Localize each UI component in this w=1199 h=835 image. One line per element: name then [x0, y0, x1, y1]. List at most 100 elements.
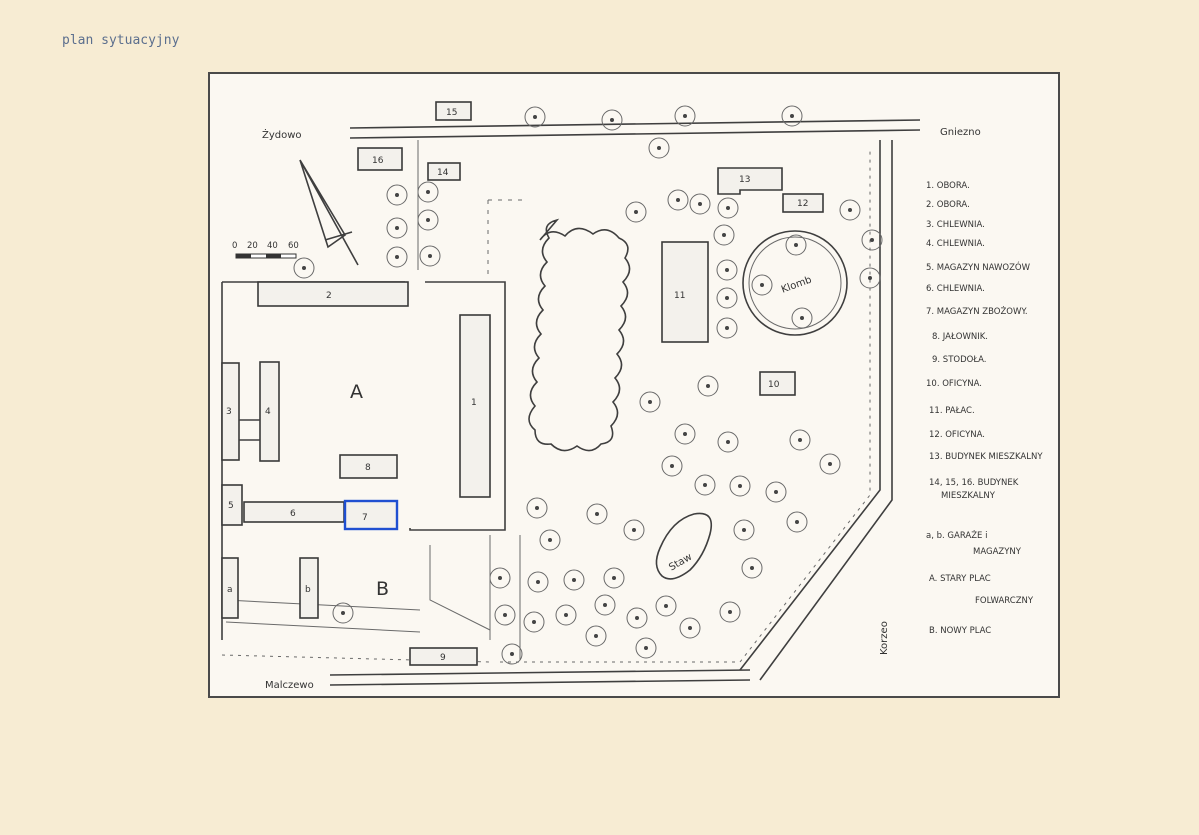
building-11 — [661, 241, 709, 343]
tree-trunk-dot — [760, 283, 764, 287]
label-building-5: 5 — [228, 501, 234, 511]
tree-trunk-dot — [532, 620, 536, 624]
tree-icon — [679, 617, 701, 639]
building-2 — [257, 281, 409, 307]
tree-trunk-dot — [670, 464, 674, 468]
legend-item-6: 6. CHLEWNIA. — [926, 284, 985, 294]
tree-icon — [417, 181, 439, 203]
tree-icon — [417, 209, 439, 231]
tree-icon — [527, 571, 549, 593]
yard-b-wall — [429, 535, 491, 640]
yard-b-letter: B — [376, 578, 389, 600]
tree-trunk-dot — [698, 202, 702, 206]
tree-icon — [386, 246, 408, 268]
tree-trunk-dot — [533, 115, 537, 119]
klomb-circle — [742, 230, 848, 336]
tree-trunk-dot — [795, 520, 799, 524]
tree-icon — [661, 455, 683, 477]
tree-icon — [386, 217, 408, 239]
tree-icon — [639, 391, 661, 413]
label-building-7: 7 — [362, 513, 368, 523]
tree-trunk-dot — [603, 603, 607, 607]
fence-dotted — [221, 150, 871, 663]
building-16 — [357, 147, 403, 171]
scale-tick-40: 40 — [267, 241, 278, 251]
tree-trunk-dot — [868, 276, 872, 280]
building-13 — [717, 167, 783, 195]
tree-icon — [674, 423, 696, 445]
tree-trunk-dot — [790, 114, 794, 118]
yard-a — [221, 150, 871, 663]
tree-icon — [623, 519, 645, 541]
tree-icon — [332, 602, 354, 624]
tree-trunk-dot — [535, 506, 539, 510]
label-building-b: b — [305, 585, 311, 595]
pond — [655, 512, 713, 580]
legend-item-5: 5. MAGAZYN NAWOZÓW — [926, 261, 1031, 273]
legend-item-ab-cont: MAGAZYNY — [973, 547, 1022, 557]
tree-icon — [601, 109, 623, 131]
building-labels: 1 2 3 4 5 6 7 8 9 10 11 12 13 14 15 16 a… — [226, 108, 808, 663]
tree-icon — [523, 611, 545, 633]
klomb-label: Klomb — [780, 275, 813, 296]
tree-icon — [719, 601, 741, 623]
place-malczewo: Malczewo — [265, 680, 314, 691]
legend-item-b-yard: B. NOWY PLAC — [929, 626, 991, 636]
garden-bed — [528, 218, 631, 452]
legend-item-1: 1. OBORA. — [926, 181, 970, 191]
tree-icon — [697, 375, 719, 397]
tree-icon — [594, 594, 616, 616]
road-north-1 — [349, 119, 921, 129]
tree-icon — [293, 257, 315, 279]
tree-trunk-dot — [426, 218, 430, 222]
tree-trunk-dot — [688, 626, 692, 630]
building-b — [299, 557, 319, 619]
tree-trunk-dot — [428, 254, 432, 258]
building-9 — [409, 647, 478, 666]
legend-item-12: 12. OFICYNA. — [929, 430, 985, 440]
fence-north — [487, 199, 525, 280]
place-gniezno: Gniezno — [940, 127, 981, 138]
tree-trunk-dot — [738, 484, 742, 488]
tree-trunk-dot — [798, 438, 802, 442]
tree-trunk-dot — [536, 580, 540, 584]
tree-trunk-dot — [648, 400, 652, 404]
tree-icon — [861, 229, 883, 251]
tree-trunk-dot — [725, 268, 729, 272]
trees — [293, 105, 883, 665]
label-building-15: 15 — [446, 108, 457, 118]
tree-icon — [689, 193, 711, 215]
legend-item-7: 7. MAGAZYN ZBOŻOWY. — [926, 306, 1028, 317]
label-building-16: 16 — [372, 156, 384, 166]
legend-item-ab: a, b. GARAŻE i — [926, 530, 987, 541]
legend-item-3: 3. CHLEWNIA. — [926, 220, 985, 230]
label-building-11: 11 — [674, 291, 685, 301]
tree-trunk-dot — [774, 490, 778, 494]
road-south-2 — [329, 679, 751, 686]
tree-icon — [716, 287, 738, 309]
tree-icon — [524, 106, 546, 128]
tree-trunk-dot — [632, 528, 636, 532]
tree-trunk-dot — [728, 610, 732, 614]
tree-icon — [819, 453, 841, 475]
building-10 — [759, 371, 796, 396]
tree-icon — [539, 529, 561, 551]
klomb-inner-circle — [748, 236, 842, 330]
label-building-4: 4 — [265, 407, 271, 417]
legend-item-8: 8. JAŁOWNIK. — [932, 332, 988, 342]
yard-a-letter: A — [350, 381, 363, 403]
tree-trunk-dot — [657, 146, 661, 150]
label-building-12: 12 — [797, 199, 808, 209]
building-4 — [259, 361, 280, 462]
tree-icon — [585, 625, 607, 647]
building-7[interactable] — [343, 499, 399, 531]
tree-trunk-dot — [726, 206, 730, 210]
tree-trunk-dot — [703, 483, 707, 487]
building-a — [221, 557, 239, 619]
label-building-13: 13 — [739, 175, 750, 185]
tree-icon — [765, 481, 787, 503]
legend-item-a-yard: A. STARY PLAC — [929, 574, 991, 584]
scale-tick-20: 20 — [247, 241, 258, 251]
label-building-14: 14 — [437, 168, 449, 178]
